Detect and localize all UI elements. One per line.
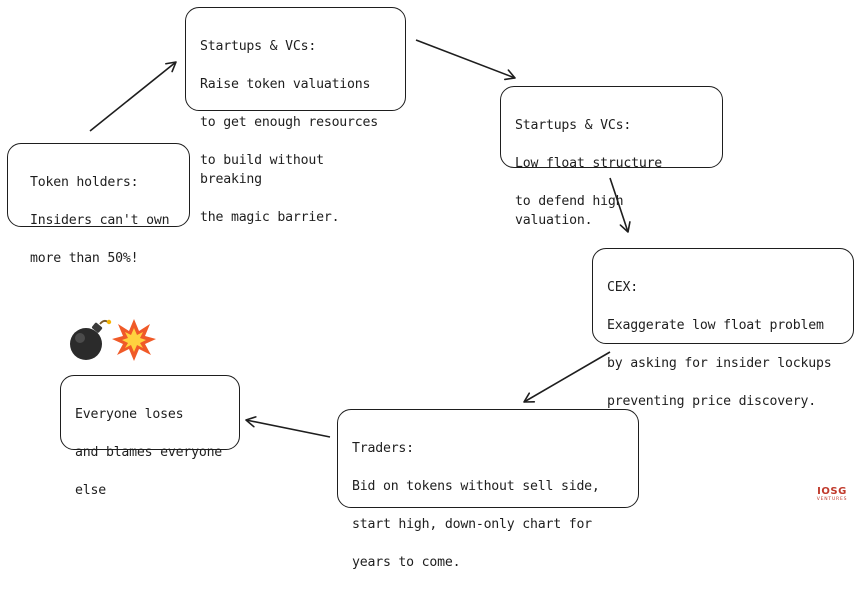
node-line: preventing price discovery. bbox=[607, 394, 816, 409]
node-everyone: Everyone loses and blames everyone else bbox=[60, 375, 240, 498]
logo-text: IOSG bbox=[817, 486, 847, 497]
node-line: years to come. bbox=[352, 555, 461, 570]
node-line: Startups & VCs: bbox=[515, 118, 632, 133]
node-line: to get enough resources bbox=[200, 115, 379, 130]
node-line: Bid on tokens without sell side, bbox=[352, 479, 600, 494]
node-line: else bbox=[75, 483, 106, 498]
node-line: more than 50%! bbox=[30, 251, 139, 266]
node-cex: CEX: Exaggerate low float problem by ask… bbox=[592, 248, 854, 409]
node-line: by asking for insider lockups bbox=[607, 356, 832, 371]
logo-subtext: VENTURES bbox=[816, 497, 848, 502]
explosion-icon bbox=[112, 319, 156, 361]
iosg-logo: IOSG VENTURES bbox=[812, 486, 852, 508]
node-line: Insiders can't own bbox=[30, 213, 170, 228]
node-line: Everyone loses bbox=[75, 407, 184, 422]
node-startups-vcs-raise: Startups & VCs: Raise token valuations t… bbox=[185, 7, 406, 225]
node-line: Exaggerate low float problem bbox=[607, 318, 824, 333]
node-line: Token holders: bbox=[30, 175, 139, 190]
node-line: and blames everyone bbox=[75, 445, 223, 460]
node-line: the magic barrier. bbox=[200, 210, 340, 225]
node-line: Raise token valuations bbox=[200, 77, 371, 92]
arrow-traders-to-everyone bbox=[245, 416, 331, 438]
arrow-cex-to-traders bbox=[523, 351, 611, 403]
node-line: start high, down-only chart for bbox=[352, 517, 592, 532]
arrow-raise-to-lowfloat bbox=[415, 39, 516, 81]
node-line: Traders: bbox=[352, 441, 414, 456]
arrow-holders-to-raise bbox=[89, 61, 177, 132]
node-line: to defend high valuation. bbox=[515, 194, 624, 228]
node-token-holders: Token holders: Insiders can't own more t… bbox=[7, 143, 190, 266]
node-traders: Traders: Bid on tokens without sell side… bbox=[337, 409, 639, 570]
node-startups-vcs-low-float: Startups & VCs: Low float structure to d… bbox=[500, 86, 723, 228]
node-line: Startups & VCs: bbox=[200, 39, 317, 54]
arrow-lowfloat-to-cex bbox=[609, 177, 631, 233]
flow-arrows bbox=[89, 39, 631, 438]
bomb-icon bbox=[70, 319, 112, 360]
emoji-group bbox=[66, 318, 162, 364]
node-line: Low float structure bbox=[515, 156, 663, 171]
node-line: CEX: bbox=[607, 280, 638, 295]
node-line: to build without breaking bbox=[200, 153, 324, 187]
